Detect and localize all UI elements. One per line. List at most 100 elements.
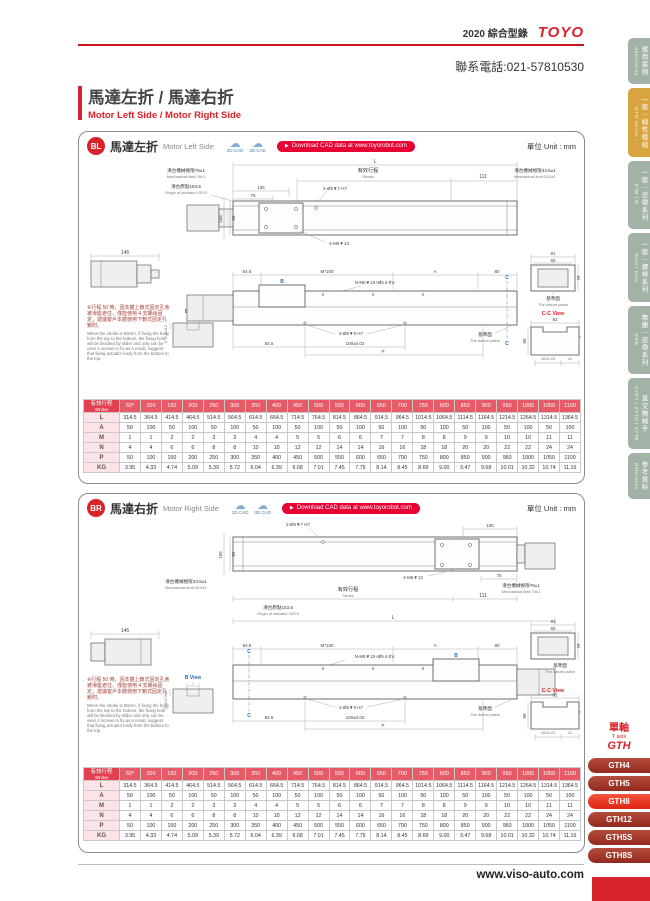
cad-3d-button[interactable]: ☁ 3D CAD	[249, 137, 266, 154]
cad-2d-button[interactable]: ☁ 2D CAD	[226, 138, 244, 154]
dimension-cell: 7	[370, 432, 393, 443]
model-button-gth4[interactable]: GTH4	[588, 758, 650, 773]
dimension-cell: 14	[349, 442, 372, 453]
dimension-cell: 50	[202, 790, 225, 801]
dim-100-label: 100±0.02	[345, 341, 364, 346]
tab-label-cn: 一般｜螺桿系列	[640, 241, 647, 294]
stroke-column-header: 300	[223, 767, 246, 781]
model-button-gth8[interactable]: GTH8	[588, 794, 650, 809]
dimension-cell: 7.75	[349, 462, 372, 473]
dimension-cell: 1164.5	[475, 780, 498, 791]
dimension-cell: 1314.5	[538, 412, 561, 423]
dimension-cell: 1214.5	[496, 780, 519, 791]
dimension-cell: 7.01	[307, 830, 330, 841]
cad-2d-label: 2D CAD	[226, 147, 244, 153]
dimension-cell: 9	[454, 800, 477, 811]
cad-2d-button[interactable]: ☁ 2D CAD	[232, 500, 249, 516]
dimension-cell: 100	[181, 790, 204, 801]
cad-3d-label: 3D CAD	[249, 147, 266, 153]
model-button-gth5s[interactable]: GTH5S	[588, 830, 650, 845]
dimension-cell: 314.5	[119, 780, 141, 791]
model-button-gth12[interactable]: GTH12	[588, 812, 650, 827]
dimension-cell: 1	[139, 432, 162, 443]
pitch-label: M*100	[320, 269, 334, 274]
stroke-column-header: 800	[433, 399, 456, 413]
stroke-column-header: 150	[160, 767, 183, 781]
dimension-cell: 664.5	[265, 412, 288, 423]
panel-badge: BL	[87, 137, 105, 155]
panel-title-cn: 馬達右折	[110, 501, 159, 516]
dimension-cell: 10	[244, 442, 267, 453]
dimension-cell: 1000	[517, 820, 540, 831]
datum-end-en: The datum plane	[537, 302, 568, 307]
dimension-cell: 6.04	[244, 830, 267, 841]
panel-motor-right: BR 馬達右折 Motor Right Side ☁ 2D CAD ☁ 3D C…	[78, 493, 585, 853]
dim-78-label: 78	[576, 275, 581, 281]
dimension-cell: 100	[139, 422, 162, 433]
dimension-cell: 9.47	[454, 462, 477, 473]
panel-title-en: Motor Left Side	[163, 141, 214, 151]
dimension-cell: 914.5	[370, 780, 393, 791]
dimension-cell: 100	[181, 422, 204, 433]
dimension-cell: 22	[517, 810, 540, 821]
dimension-cell: 6.39	[265, 462, 288, 473]
dimension-cell: 11	[559, 432, 581, 443]
dimension-cell: 7.01	[307, 462, 330, 473]
tab-label-en: GTH Series	[633, 107, 638, 138]
model-button-gth5[interactable]: GTH5	[588, 776, 650, 791]
stroke-column-header: 1050	[538, 399, 561, 413]
dimension-cell: 5.09	[181, 830, 204, 841]
stroke-column-header: 600	[349, 767, 372, 781]
dimension-cell: 100	[391, 790, 414, 801]
download-cad-button[interactable]: ▶ Download CAD data at www.toyorobot.com	[276, 140, 415, 152]
stroke50-note: ※行程 50 時，因本體上鎖式固定孔會被滑座遮住，僅能使用 4 支螺絲固定，建議…	[87, 305, 171, 361]
dimension-cell: 5.39	[202, 462, 225, 473]
download-cad-button[interactable]: ▶ Download CAD data at www.toyorobot.com	[281, 502, 420, 514]
dimension-cell: 10.01	[496, 830, 519, 841]
dimension-cell: 764.5	[307, 780, 330, 791]
dim-5-tolerance-label: 5 0/-0.012	[163, 690, 168, 709]
dimension-cell: 700	[391, 452, 414, 463]
dimension-cell: 8.45	[391, 830, 414, 841]
dimension-cell: 350	[244, 820, 267, 831]
dimension-cell: 3	[202, 800, 225, 811]
dimension-cell: 9.47	[454, 830, 477, 841]
motor-left-cad-drawing: L 滑台機械極限76±1 Mechanical limit:76±1 有效行程 …	[90, 159, 581, 366]
dimension-cell: 414.5	[160, 780, 183, 791]
dimension-cell: 4.74	[160, 462, 183, 473]
dimension-cell: 10.74	[538, 830, 561, 841]
dim-156-label: 156	[218, 215, 223, 223]
dim-80-label: 80	[494, 643, 500, 648]
model-button-gth8s[interactable]: GTH8S	[588, 848, 650, 863]
dimension-cell: 7.45	[328, 830, 351, 841]
dimension-cell: 50	[412, 422, 435, 433]
play-icon: ▶	[284, 143, 289, 149]
dimension-cell: 12	[307, 810, 330, 821]
stroke-column-header: 900	[475, 767, 498, 781]
stroke-column-header: 150	[160, 399, 183, 413]
dimension-cell: 100	[139, 452, 162, 463]
tab-label-cn: 應用案例	[640, 46, 647, 76]
dimension-cell: 550	[328, 820, 351, 831]
dimension-cell: 100	[475, 790, 498, 801]
dimension-cell: 10.32	[517, 462, 540, 473]
dim-a-label: A	[433, 643, 436, 648]
cad-3d-button[interactable]: ☁ 3D CAD	[254, 500, 271, 516]
stroke-column-header: 650	[370, 767, 393, 781]
dimension-cell: 20	[454, 810, 477, 821]
hole-bottom-label: 2-Ø5▼9 H7	[339, 331, 363, 336]
dimension-cell: 250	[202, 452, 225, 463]
cloud-icon: ☁	[252, 137, 264, 150]
